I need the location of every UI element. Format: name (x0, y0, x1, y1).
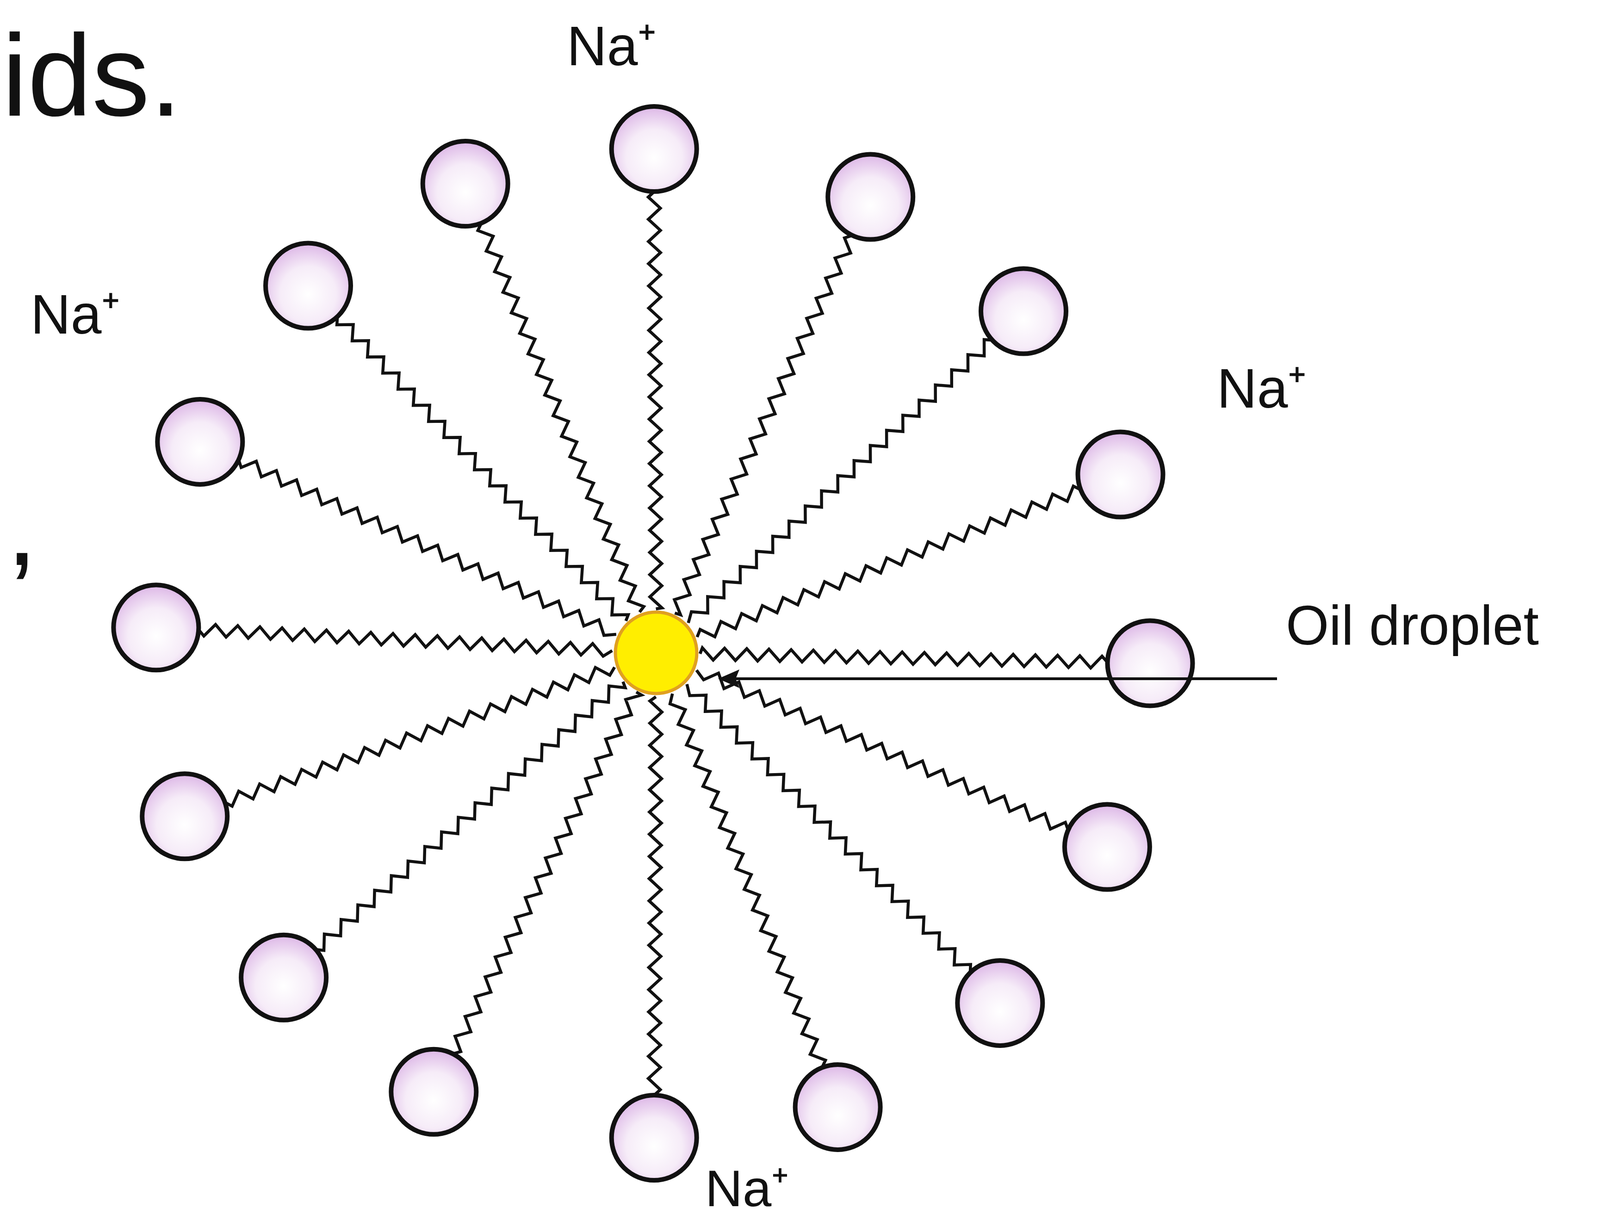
sodium-ion-label: Na⁺ (1216, 356, 1307, 421)
hydrophobic-tail (688, 339, 993, 623)
hydrophobic-tail (674, 235, 853, 615)
heading-fragment: ids. (1, 9, 182, 143)
hydrophilic-head (265, 243, 351, 329)
hydrophobic-tail (648, 191, 663, 609)
hydrophilic-head (980, 268, 1067, 354)
leader-line (735, 677, 1278, 681)
hydrophobic-tail (700, 647, 1108, 669)
hydrophobic-tail (648, 696, 662, 1096)
hydrophobic-tail (697, 486, 1081, 638)
hydrophilic-head (241, 935, 327, 1021)
sodium-ion-label: Na⁺ (30, 282, 121, 347)
hydrophobic-tail (477, 223, 645, 613)
hydrophilic-head (1078, 432, 1164, 518)
hydrophilic-head (611, 106, 697, 192)
arrowhead (718, 669, 740, 689)
sodium-ion-label: Na⁺ (705, 1159, 789, 1219)
sodium-ion-label: Na⁺ (566, 13, 657, 78)
hydrophilic-head (390, 1049, 477, 1135)
hydrophilic-head (142, 773, 228, 859)
punctuation-mark: , (6, 462, 38, 591)
hydrophobic-tail (198, 624, 613, 657)
hydrophilic-head (827, 154, 913, 240)
hydrophilic-head (795, 1064, 881, 1150)
hydrophobic-tail (687, 684, 971, 974)
hydrophobic-tail (238, 459, 617, 636)
hydrophobic-tail (452, 692, 642, 1055)
hydrophilic-head (422, 141, 509, 227)
hydrophobic-tail (224, 667, 615, 807)
hydrophobic-tail (669, 693, 826, 1068)
hydrophilic-head (611, 1095, 697, 1181)
hydrophilic-head (113, 584, 199, 670)
oil-droplet (615, 612, 697, 694)
hydrophilic-head (157, 399, 243, 485)
hydrophilic-head (957, 960, 1043, 1046)
hydrophilic-head (1064, 804, 1150, 890)
callout-label: Oil droplet (1285, 587, 1545, 663)
hydrophilic-head (1107, 620, 1193, 707)
